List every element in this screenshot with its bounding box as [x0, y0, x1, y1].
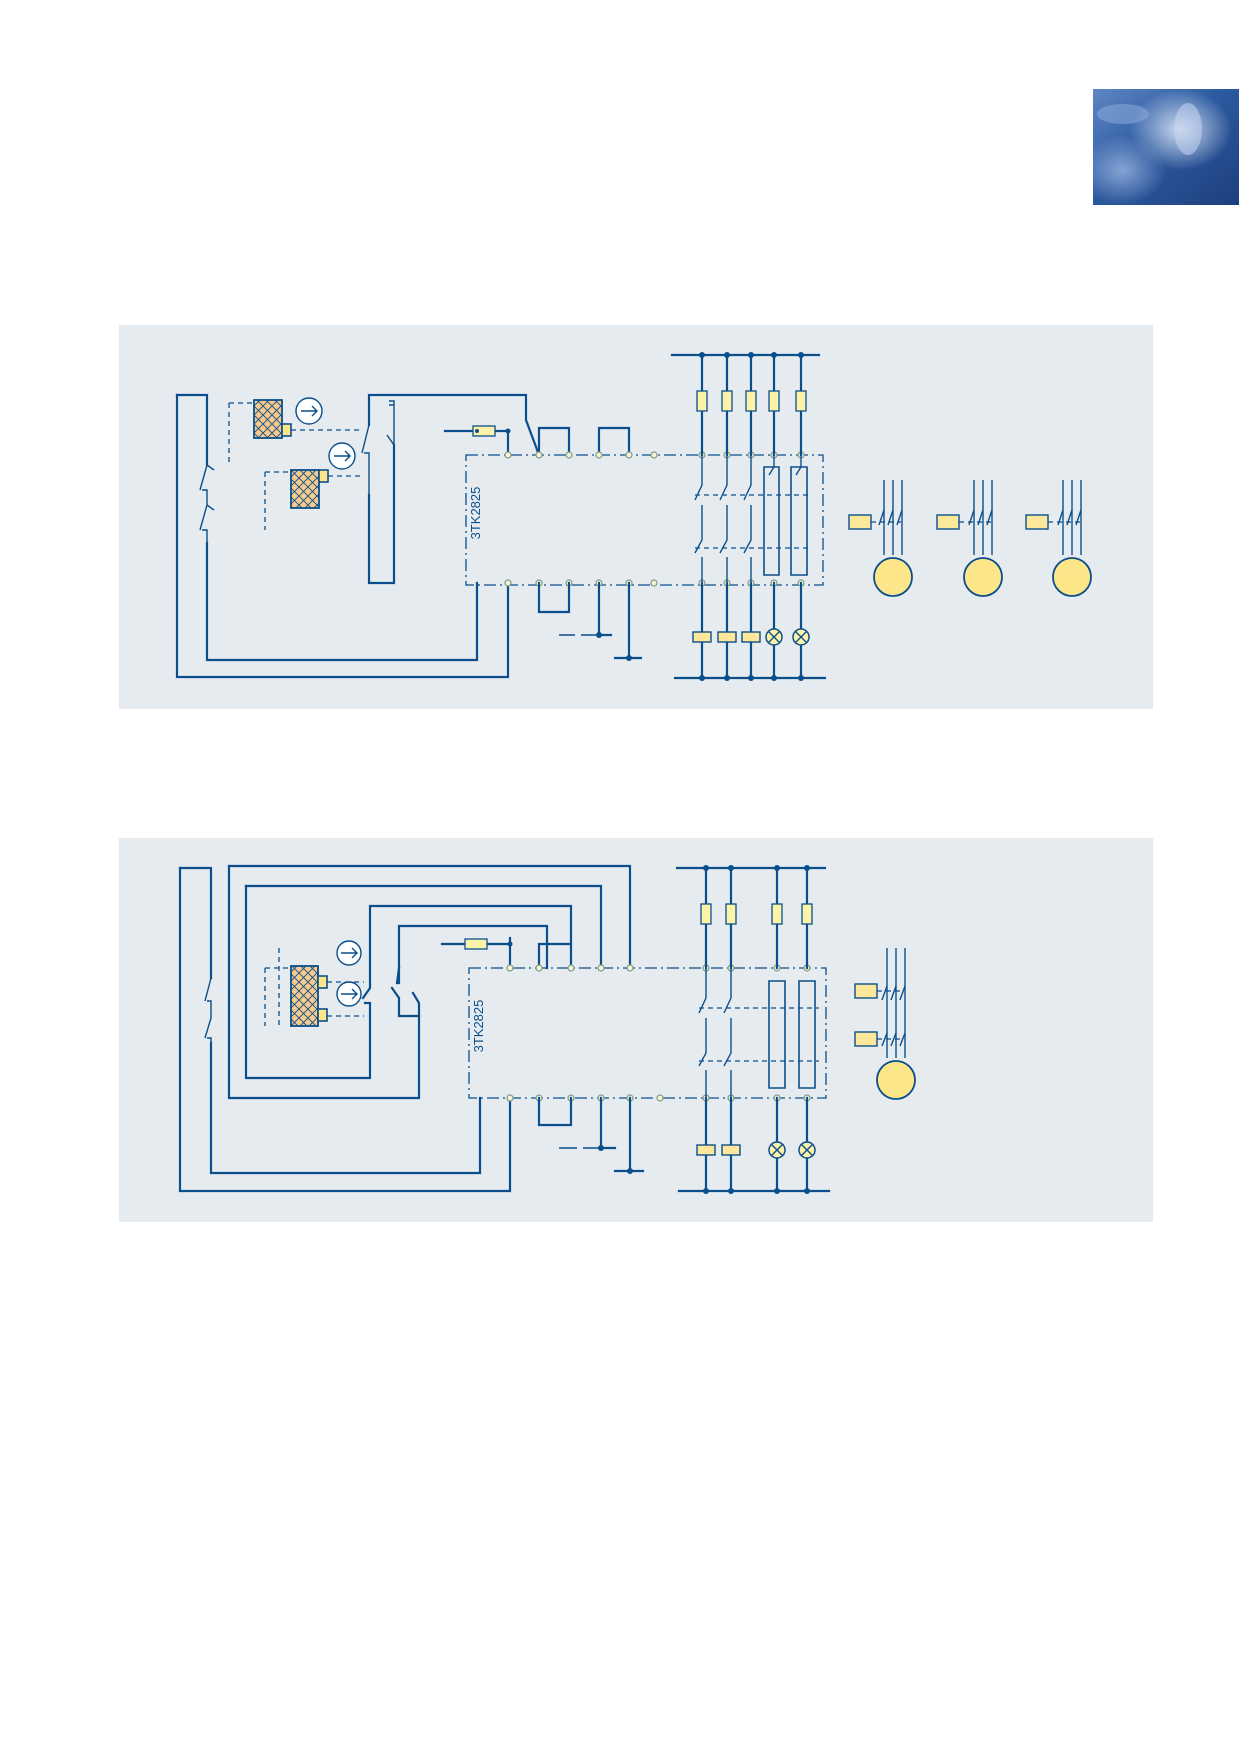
output-coils-and-lamps	[696, 1141, 816, 1159]
reset-circuit	[537, 581, 643, 661]
motor-1	[848, 480, 913, 597]
door-switch-wiring	[361, 393, 631, 585]
circuit-diagram-2: 3TK2825	[119, 838, 1153, 1222]
emergency-stop-loop	[175, 393, 510, 679]
motor-3	[1025, 480, 1092, 597]
reset-circuit	[537, 1096, 645, 1174]
device-bottom-terminals	[506, 1094, 811, 1102]
door-switch-contacts	[361, 936, 573, 1018]
safety-relay-device: 3TK2825	[468, 964, 827, 1102]
safety-relay-device: 3TK2825	[465, 451, 824, 587]
position-switch-sensor	[264, 940, 364, 1027]
control-loops	[227, 864, 632, 1100]
corner-photo-thumbnail	[1093, 89, 1239, 205]
motor	[854, 948, 916, 1100]
emergency-stop-loop	[178, 866, 512, 1193]
output-coils-and-lamps	[692, 628, 810, 646]
motor-2	[936, 480, 1003, 597]
position-switch-sensor-2	[264, 442, 363, 530]
supply-busbars	[670, 352, 827, 681]
device-label: 3TK2825	[471, 1000, 486, 1053]
circuit-diagram-1: 3TK2825	[119, 325, 1153, 709]
device-label: 3TK2825	[468, 487, 483, 540]
position-switch-sensor-1	[228, 397, 363, 463]
